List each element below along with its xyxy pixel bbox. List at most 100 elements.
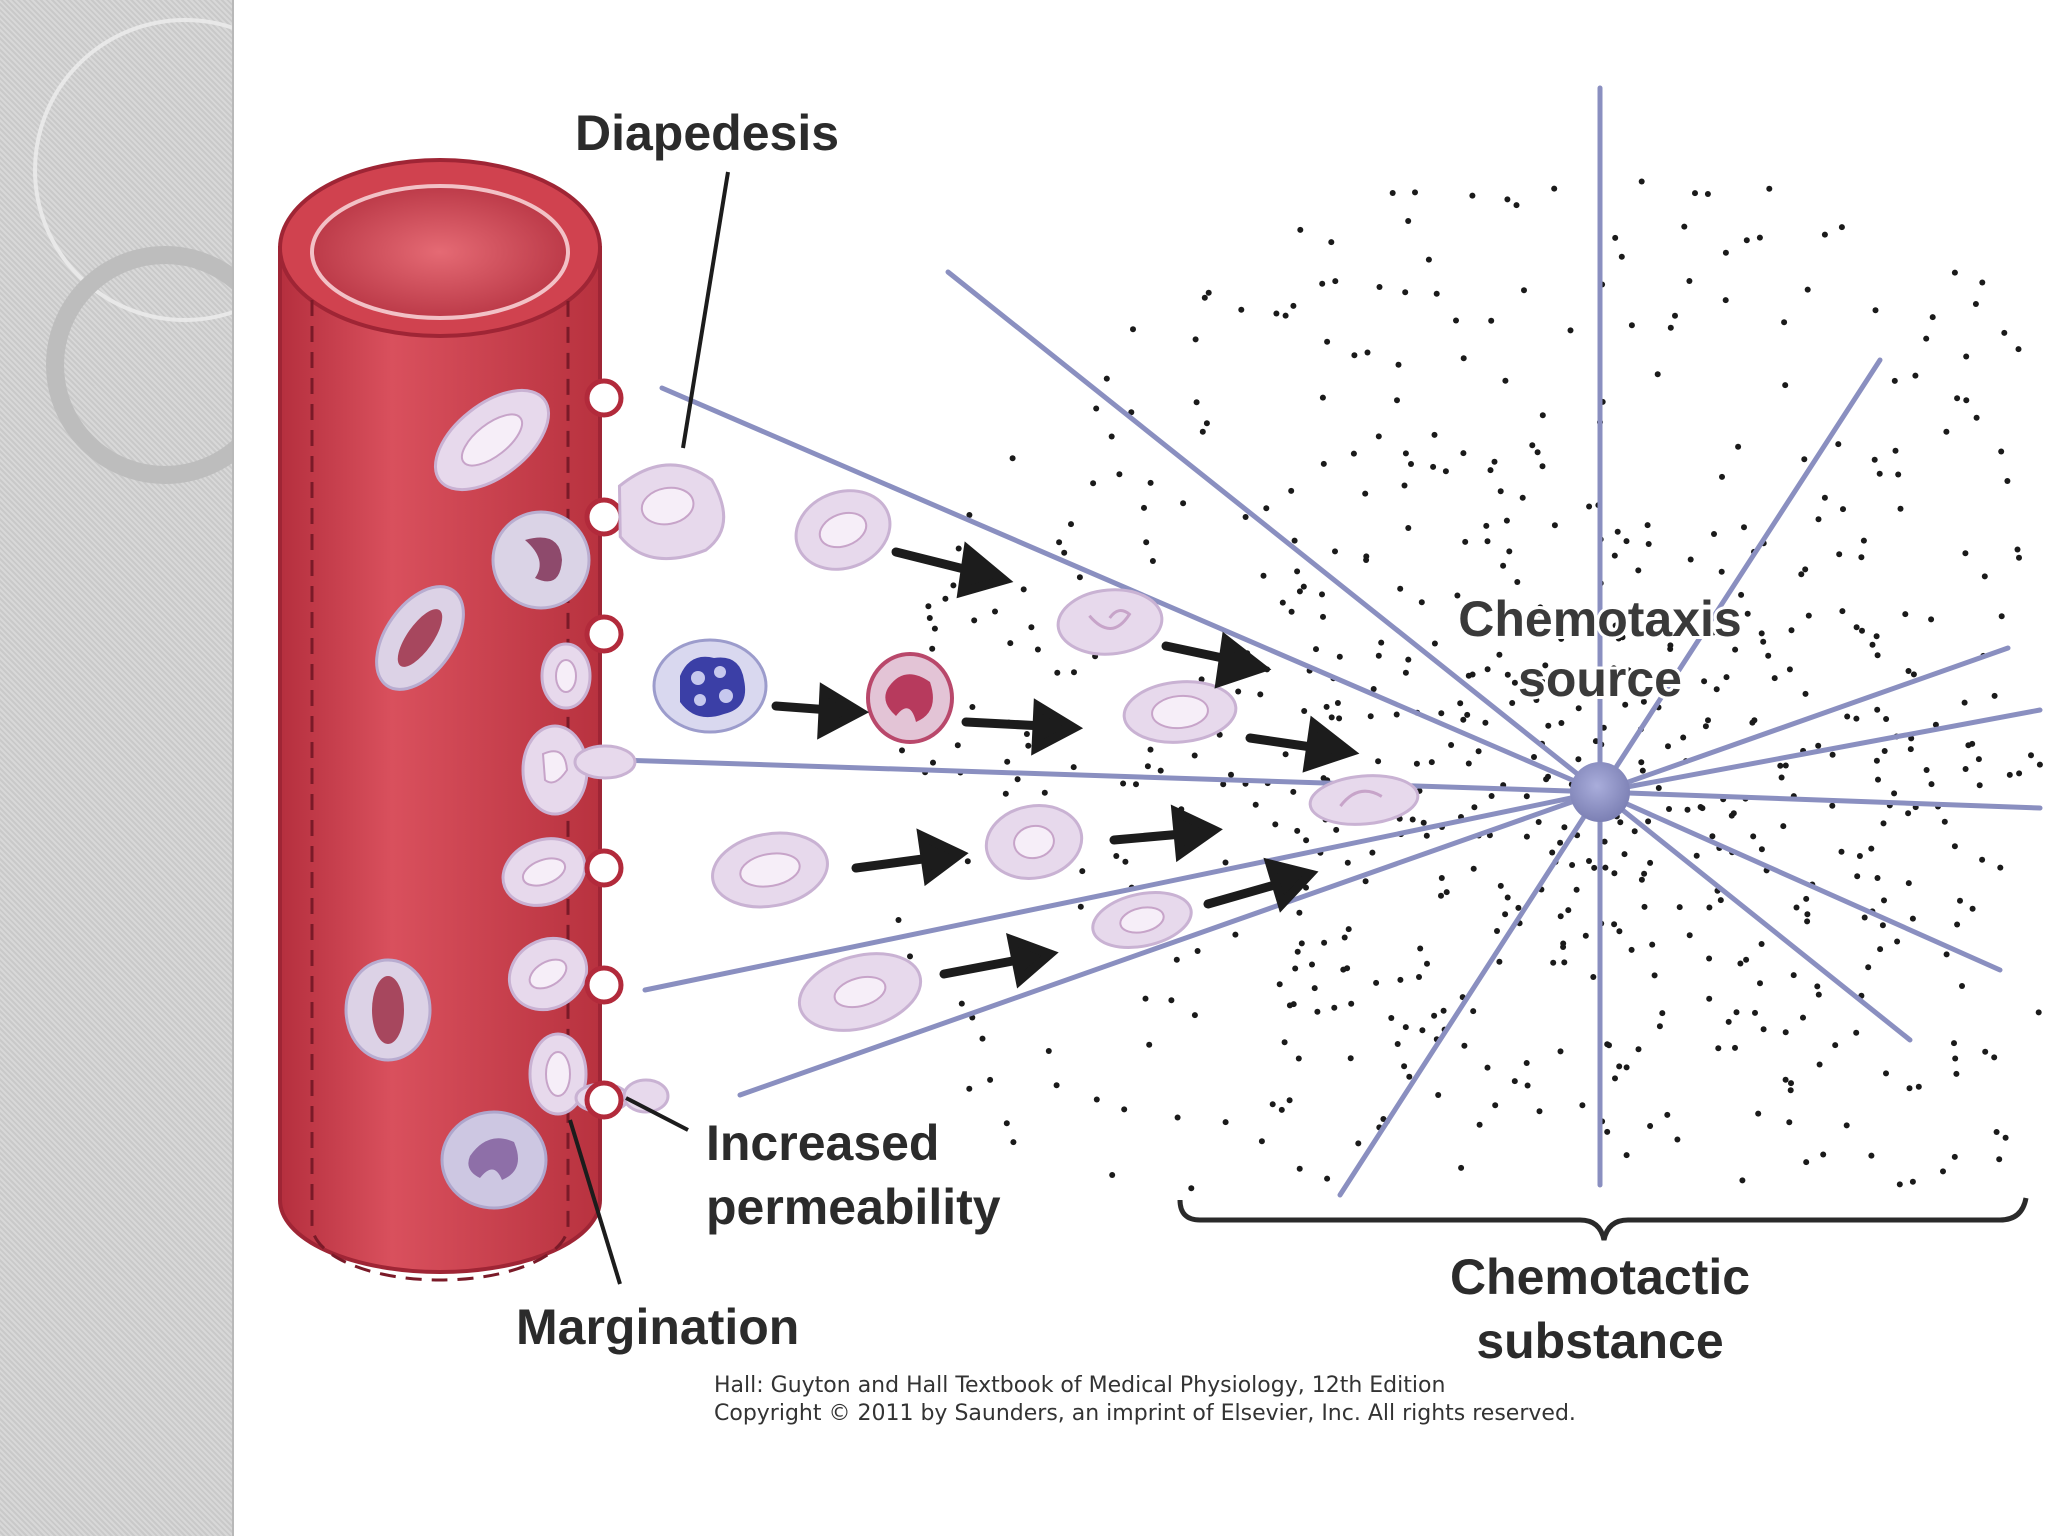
chemotactic-dot xyxy=(1582,932,1589,939)
chemotactic-dot xyxy=(1635,1046,1642,1053)
chemotactic-dot xyxy=(1405,656,1412,663)
chemotactic-dot xyxy=(1957,897,1963,904)
chemotactic-dot xyxy=(1616,1063,1623,1070)
chemotactic-dot xyxy=(1835,441,1842,448)
chemotactic-dot xyxy=(1458,1164,1465,1171)
chemotactic-dot xyxy=(1880,820,1887,827)
chemotactic-dot xyxy=(1068,521,1074,528)
chemotactic-dot xyxy=(1272,821,1279,828)
chemotactic-dot xyxy=(1718,568,1725,575)
chemotactic-dot xyxy=(1641,903,1648,910)
chemotactic-dot xyxy=(1290,788,1297,795)
chemotactic-dot xyxy=(1428,759,1435,766)
chemotactic-dot xyxy=(1732,1044,1738,1051)
arrow xyxy=(891,541,1014,599)
chemotactic-dot xyxy=(1009,455,1016,462)
chemotactic-dot xyxy=(1515,904,1522,911)
chemotactic-dot xyxy=(1141,504,1147,511)
chemotactic-dot xyxy=(1606,1042,1612,1049)
chemotactic-dot xyxy=(1875,776,1881,783)
chemotactic-dot xyxy=(1757,980,1763,987)
chemotactic-dot xyxy=(1242,514,1249,520)
chemotactic-dot xyxy=(1579,1102,1586,1109)
neutrophil-blue xyxy=(652,638,768,734)
pore xyxy=(584,965,624,1005)
chemotactic-dot xyxy=(1800,1014,1806,1021)
leukocyte-migrating-3 xyxy=(1122,680,1238,744)
chemotactic-dot xyxy=(1940,1168,1946,1175)
chemotactic-dot xyxy=(1853,715,1860,722)
chemotactic-dot xyxy=(1425,256,1432,263)
chemotactic-dot xyxy=(1725,1018,1732,1025)
chemotactic-dot xyxy=(1860,537,1867,544)
chemotactic-dot xyxy=(1263,505,1270,512)
chemotactic-dot xyxy=(1765,652,1772,659)
chemotactic-dot xyxy=(1465,760,1472,767)
chemotactic-dot xyxy=(1413,760,1420,767)
chemotactic-dot xyxy=(1333,826,1340,833)
chemotactic-dot xyxy=(1500,562,1507,569)
chemotactic-dot xyxy=(1147,479,1154,486)
chemotactic-dot xyxy=(1821,494,1828,501)
chemotactic-dot xyxy=(1788,627,1795,634)
chemotactic-dot xyxy=(1034,646,1041,653)
chemotactic-dot xyxy=(1638,178,1645,185)
chemotactic-dot xyxy=(1303,837,1310,844)
chemotactic-dot xyxy=(1294,827,1301,834)
chemotactic-dot xyxy=(1460,716,1467,723)
chemotactic-dot xyxy=(1905,668,1912,674)
chemotactic-dot xyxy=(1543,776,1550,783)
chemotactic-dot xyxy=(1460,355,1467,362)
chemotactic-dot xyxy=(1487,467,1494,474)
chemotactic-dot xyxy=(1296,909,1303,916)
chemotactic-dot xyxy=(1874,706,1881,713)
chemotactic-dot xyxy=(1623,1064,1630,1071)
chemotactic-dot xyxy=(1531,754,1537,760)
chemotactic-dot xyxy=(1334,700,1341,706)
chemotactic-dot xyxy=(1412,189,1418,196)
slide-sidebar xyxy=(0,0,234,1536)
chemotactic-dot xyxy=(1717,897,1724,904)
leukocyte-margin-3 xyxy=(507,936,589,1012)
monocyte-bottom xyxy=(440,1110,548,1210)
chemotactic-dot xyxy=(966,1085,973,1092)
chemotactic-dot xyxy=(1093,405,1100,412)
chemotactic-dot xyxy=(1397,976,1404,983)
chemotactic-dot xyxy=(1647,1123,1654,1129)
chemotactic-dot xyxy=(1616,928,1623,935)
chemotactic-dot xyxy=(1336,715,1343,722)
chemotactic-dot xyxy=(1108,433,1115,440)
chemotactic-dot xyxy=(1844,713,1851,720)
chemotactic-dot xyxy=(1536,1108,1543,1115)
ray-14 xyxy=(945,269,1603,795)
chemotactic-dot xyxy=(1723,674,1730,681)
chemotactic-dot xyxy=(1539,412,1546,419)
chemotactic-dot xyxy=(1454,592,1461,599)
chemotactic-dot xyxy=(1780,823,1787,830)
movement-arrows xyxy=(771,541,1360,989)
chemotactic-dot xyxy=(1739,1177,1746,1184)
chemotactic-dot xyxy=(1868,845,1875,852)
chemotactic-dot xyxy=(1853,1029,1860,1036)
chemotactic-dot xyxy=(1258,1138,1265,1145)
chemotactic-dot xyxy=(1188,1185,1195,1192)
migrating-leukocytes xyxy=(617,463,1420,1032)
leukocyte-migrating-7 xyxy=(797,952,923,1032)
chemotactic-dot xyxy=(1943,951,1950,958)
chemotactic-dot xyxy=(1659,1010,1666,1017)
chemotactic-dot xyxy=(1693,852,1700,859)
ray-9 xyxy=(1337,789,1603,1198)
chemotactic-dot xyxy=(1341,934,1348,941)
chemotactic-dot xyxy=(1281,1039,1288,1046)
label-leader-lines xyxy=(568,171,730,1285)
chemotactic-dot xyxy=(1681,223,1688,230)
chemotactic-dot xyxy=(2028,752,2034,759)
chemotactic-dot xyxy=(1951,1040,1957,1047)
chemotactic-dot xyxy=(1647,859,1654,866)
chemotactic-dot xyxy=(1951,269,1958,276)
chemotactic-dot xyxy=(1832,1042,1839,1049)
chemotactic-dot xyxy=(1550,959,1557,966)
chemotactic-dot xyxy=(1321,939,1328,946)
chemotactic-dot xyxy=(1534,449,1541,456)
chemotactic-dot xyxy=(1020,586,1027,593)
